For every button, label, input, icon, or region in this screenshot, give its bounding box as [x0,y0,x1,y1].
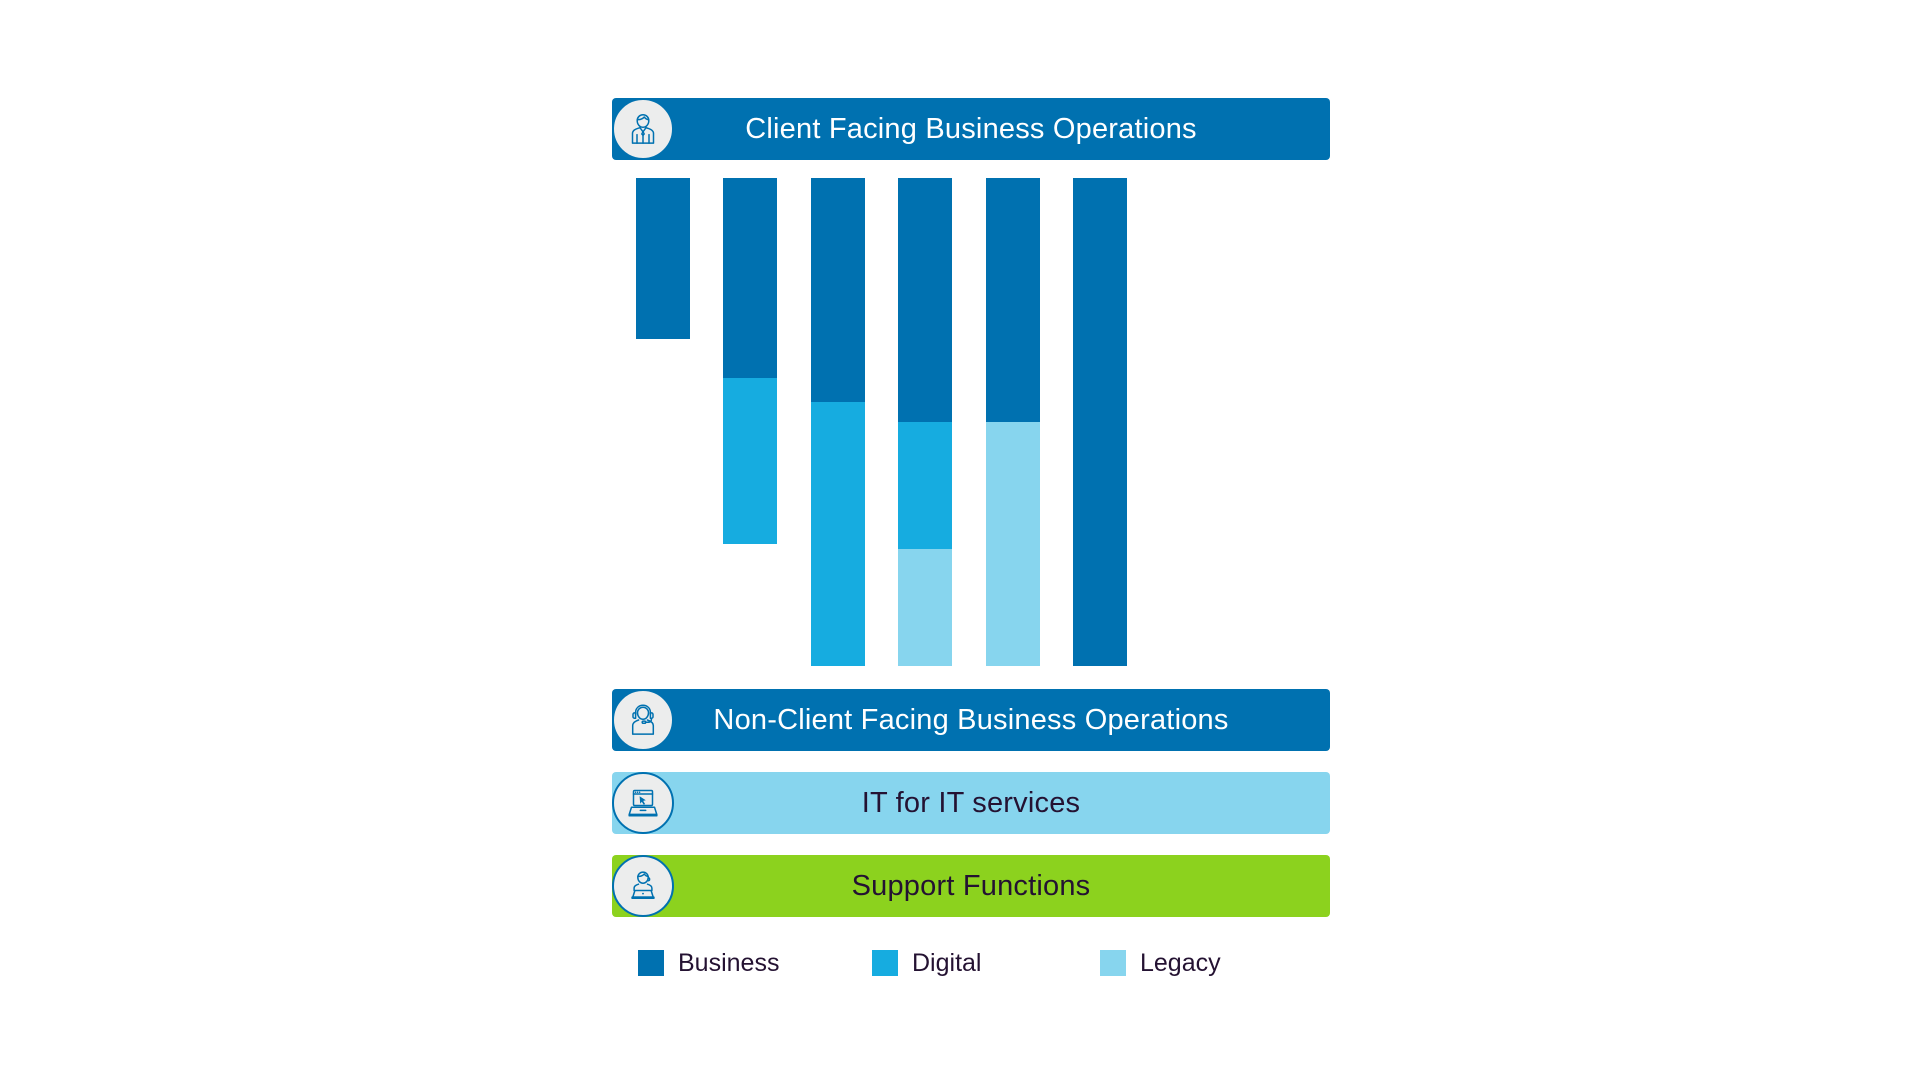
bar-segment-digital [723,378,778,544]
bar-segment-legacy [898,548,953,666]
banner-support-functions[interactable]: Support Functions [612,855,1330,917]
bar-segment-business [636,178,690,340]
bar-segment-business [723,178,778,379]
bar-segment-digital [898,422,953,549]
headset-agent-icon [612,689,674,751]
legend-item-legacy[interactable]: Legacy [1100,946,1221,980]
bar-segment-business [898,178,953,422]
businessman-icon [612,98,674,160]
banner-it-for-it[interactable]: IT for IT services [612,772,1330,834]
legend-label-business: Business [678,948,780,977]
legend-item-business[interactable]: Business [638,946,779,980]
bar-column [810,178,865,666]
bar-column [1073,178,1127,666]
chart-legend: Business Digital Legacy [612,946,1330,980]
bar-segment-business [985,178,1040,422]
bar-segment-business [1073,178,1127,666]
legend-swatch-digital [872,950,898,976]
bar-column [723,178,778,666]
banner-non-client-facing-bar [612,689,1330,751]
bar-segment-legacy [985,422,1040,666]
legend-item-digital[interactable]: Digital [872,946,981,980]
laptop-cursor-icon [612,772,674,834]
bar-column [985,178,1040,666]
legend-label-legacy: Legacy [1140,948,1221,977]
bar-segment-business [810,178,865,403]
bar-column [898,178,953,666]
bar-segment-digital [810,402,865,666]
banner-client-facing[interactable]: Client Facing Business Operations [612,98,1330,160]
legend-swatch-business [638,950,664,976]
banner-it-for-it-bar [612,772,1330,834]
legend-swatch-legacy [1100,950,1126,976]
banner-client-facing-bar [612,98,1330,160]
person-laptop-icon [612,855,674,917]
legend-label-digital: Digital [912,948,982,977]
bar-column [636,178,690,666]
banner-support-functions-bar [612,855,1330,917]
stacked-bar-chart [612,178,1330,666]
banner-non-client-facing[interactable]: Non-Client Facing Business Operations [612,689,1330,751]
